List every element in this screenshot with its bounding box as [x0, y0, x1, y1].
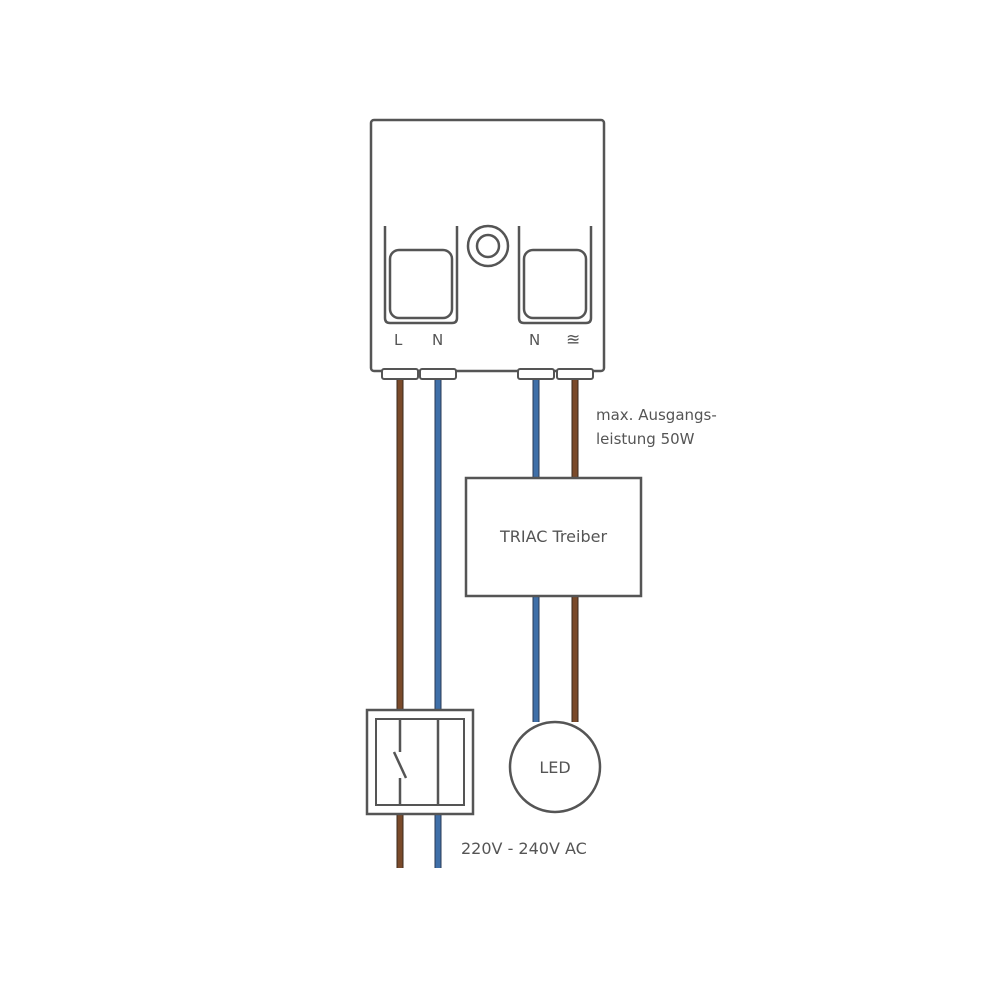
triac-driver-label: TRIAC Treiber — [499, 527, 608, 546]
output-power-note-line1: max. Ausgangs- — [596, 406, 717, 424]
led-label: LED — [539, 758, 571, 777]
led-lamp-circle — [508, 720, 602, 814]
supply-voltage-label: 220V - 240V AC — [461, 839, 587, 858]
dimmer-module — [369, 118, 606, 380]
switch-frame-inner — [375, 718, 465, 806]
dimmed-output-symbol: ≊ — [566, 330, 581, 350]
terminal-label-l: L — [394, 331, 403, 349]
connector-tab-dimmed — [556, 368, 594, 380]
output-power-note-line2: leistung 50W — [596, 430, 695, 448]
wall-switch — [365, 708, 475, 816]
right-terminal-clamp — [517, 226, 593, 325]
left-terminal-screw-block — [388, 248, 454, 320]
triac-driver-box — [464, 476, 643, 598]
connector-tab-n1 — [419, 368, 457, 380]
connector-tab-n2 — [517, 368, 555, 380]
right-terminal-screw-block — [522, 248, 588, 320]
switch-lever — [392, 751, 408, 779]
dimmer-knob-inner — [475, 233, 501, 259]
terminal-label-n-output: N — [529, 331, 541, 349]
connector-tab-l — [381, 368, 419, 380]
left-terminal-clamp — [383, 226, 459, 325]
terminal-label-n-input: N — [432, 331, 444, 349]
